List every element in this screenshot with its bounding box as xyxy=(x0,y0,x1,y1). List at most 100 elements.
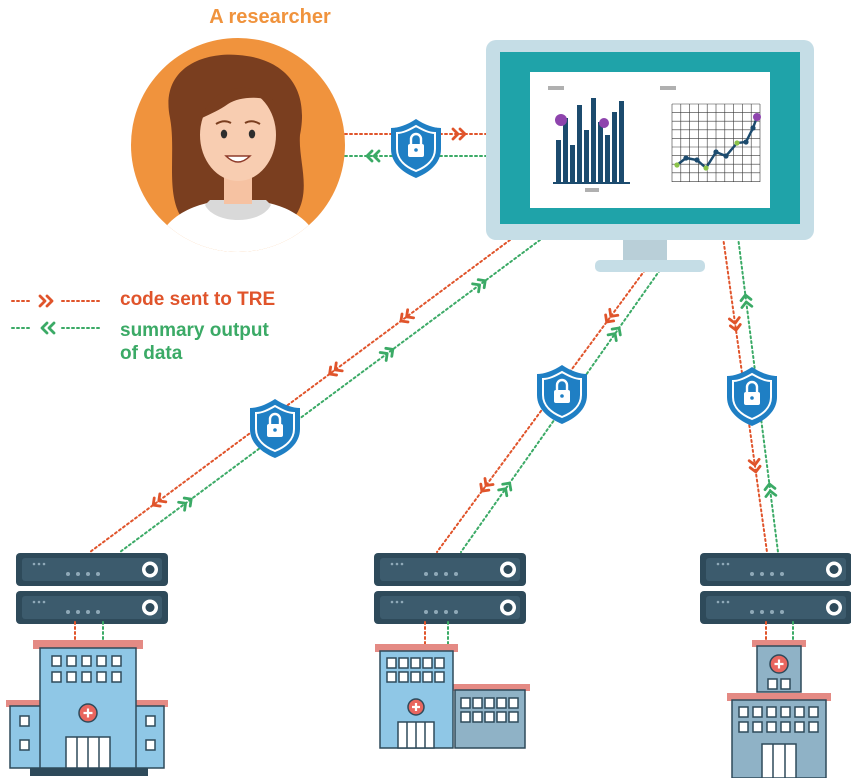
smile xyxy=(224,155,252,163)
hospital-right-door xyxy=(761,743,797,779)
left-eye xyxy=(220,129,228,139)
hospital-left-window-0-1 xyxy=(66,655,77,667)
mini-line-end xyxy=(753,113,761,121)
hospital-right-window-0-2 xyxy=(766,706,777,718)
fringe xyxy=(202,87,275,118)
mini-line-point-2 xyxy=(694,157,700,163)
hospital-right-window-1-1 xyxy=(752,721,763,733)
hospital-left-base xyxy=(30,768,148,776)
mini-line xyxy=(676,116,759,170)
hospital-left-wing-window-3 xyxy=(145,715,156,727)
mini-line-point-3 xyxy=(703,165,709,171)
shield-lock-icon-middle xyxy=(535,363,589,426)
hospital-middle-window-0-0 xyxy=(386,657,397,669)
hospital-middle-window-1-4 xyxy=(434,671,445,683)
hospital-right xyxy=(727,640,831,779)
hospital-middle-cross-icon-cross xyxy=(412,703,420,711)
mini-bar-5 xyxy=(591,98,596,182)
hospital-left-window-1-3 xyxy=(96,671,107,683)
window-caption xyxy=(585,188,599,192)
monitor xyxy=(486,40,814,272)
right-eye xyxy=(248,129,256,139)
hospital-middle-annex-window-1-4 xyxy=(508,711,519,723)
code-arrow-left-0 xyxy=(399,308,416,324)
hospital-middle-annex-roof xyxy=(450,684,530,691)
hospital-right-window-0-5 xyxy=(808,706,819,718)
hospital-left-door-lines xyxy=(76,737,100,768)
hospital-middle-annex-window-0-4 xyxy=(508,697,519,709)
mini-line-point-4 xyxy=(713,149,719,155)
code-line-middle xyxy=(436,269,646,553)
hospital-left-wing-window-1 xyxy=(19,715,30,727)
summary-arrow-researcher xyxy=(365,149,381,163)
mini-line-point-7 xyxy=(743,139,749,145)
code-arrow-right-0 xyxy=(727,316,742,332)
mini-bar-9 xyxy=(619,101,624,182)
legend-code-arrow xyxy=(38,294,54,308)
shield-lock-icon-right xyxy=(725,365,779,428)
server-right xyxy=(700,553,851,624)
hospital-right-window-0-1 xyxy=(752,706,763,718)
hospital-middle-annex-window-0-1 xyxy=(472,697,483,709)
hospital-left-window-1-0 xyxy=(51,671,62,683)
mini-bar-3 xyxy=(577,105,582,182)
hospital-middle-window-0-2 xyxy=(410,657,421,669)
virus-icon xyxy=(555,114,567,126)
legend-summary-label-line1: summary output xyxy=(120,320,269,341)
summary-arrow-left-0 xyxy=(471,278,487,294)
hospital-right-window-1-5 xyxy=(808,721,819,733)
collar xyxy=(205,200,271,220)
hospital-middle-window-1-3 xyxy=(422,671,433,683)
mini-line-point-8 xyxy=(750,125,756,131)
hospital-right-window-1-3 xyxy=(780,721,791,733)
code-arrow-left-2 xyxy=(151,492,168,508)
hospital-middle-annex-window-1-1 xyxy=(472,711,483,723)
server-middle xyxy=(374,553,526,624)
summary-arrow-middle-0 xyxy=(606,326,622,343)
hospital-right-tower-roof xyxy=(752,640,806,647)
legend-code-label: code sent to TRE xyxy=(120,289,276,310)
hospital-left-window-0-3 xyxy=(96,655,107,667)
hospital-middle-annex-window-0-0 xyxy=(460,697,471,709)
hospital-left-window-1-2 xyxy=(81,671,92,683)
summary-line-left xyxy=(119,239,541,553)
hospital-left-wing-window-4 xyxy=(145,739,156,751)
hospital-right-tower-window-2 xyxy=(780,678,791,690)
summary-line-right xyxy=(737,236,779,553)
mini-bar-6 xyxy=(598,122,603,182)
hospital-left-window-0-0 xyxy=(51,655,62,667)
hospital-right-tower-window-1 xyxy=(767,678,778,690)
code-arrow-middle-1 xyxy=(479,477,495,493)
eyebrows xyxy=(215,120,261,125)
face xyxy=(200,89,276,181)
hospital-middle-window-1-2 xyxy=(410,671,421,683)
hospital-left-window-0-2 xyxy=(81,655,92,667)
legend-summary-arrow xyxy=(40,321,56,335)
hospital-middle-window-0-1 xyxy=(398,657,409,669)
hospital-middle xyxy=(375,644,530,749)
hospital-middle-window-1-0 xyxy=(386,671,397,683)
researcher-avatar xyxy=(131,38,345,252)
legend-summary-label-line2: of data xyxy=(120,343,183,364)
mini-bar-8 xyxy=(612,112,617,182)
summary-arrow-left-2 xyxy=(177,496,193,512)
mini-bar-2 xyxy=(570,145,575,182)
hospital-right-roof xyxy=(727,693,831,701)
hospital-middle-window-0-3 xyxy=(422,657,433,669)
mini-line-point-5 xyxy=(723,153,729,159)
hospital-right-window-0-4 xyxy=(794,706,805,718)
code-arrow-middle-0 xyxy=(604,307,620,324)
hospital-left-window-1-4 xyxy=(111,671,122,683)
hospital-middle-annex-window-1-0 xyxy=(460,711,471,723)
mini-bar-0 xyxy=(556,140,561,182)
hospital-middle-window-1-1 xyxy=(398,671,409,683)
hospital-left-wing-window-2 xyxy=(19,739,30,751)
monitor-window xyxy=(530,72,770,208)
window-label-left xyxy=(548,86,564,90)
hospital-middle-annex-window-0-2 xyxy=(484,697,495,709)
hospital-left-window-1-1 xyxy=(66,671,77,683)
hospital-left-cross-icon-cross xyxy=(83,708,93,718)
hospital-left xyxy=(6,640,168,776)
